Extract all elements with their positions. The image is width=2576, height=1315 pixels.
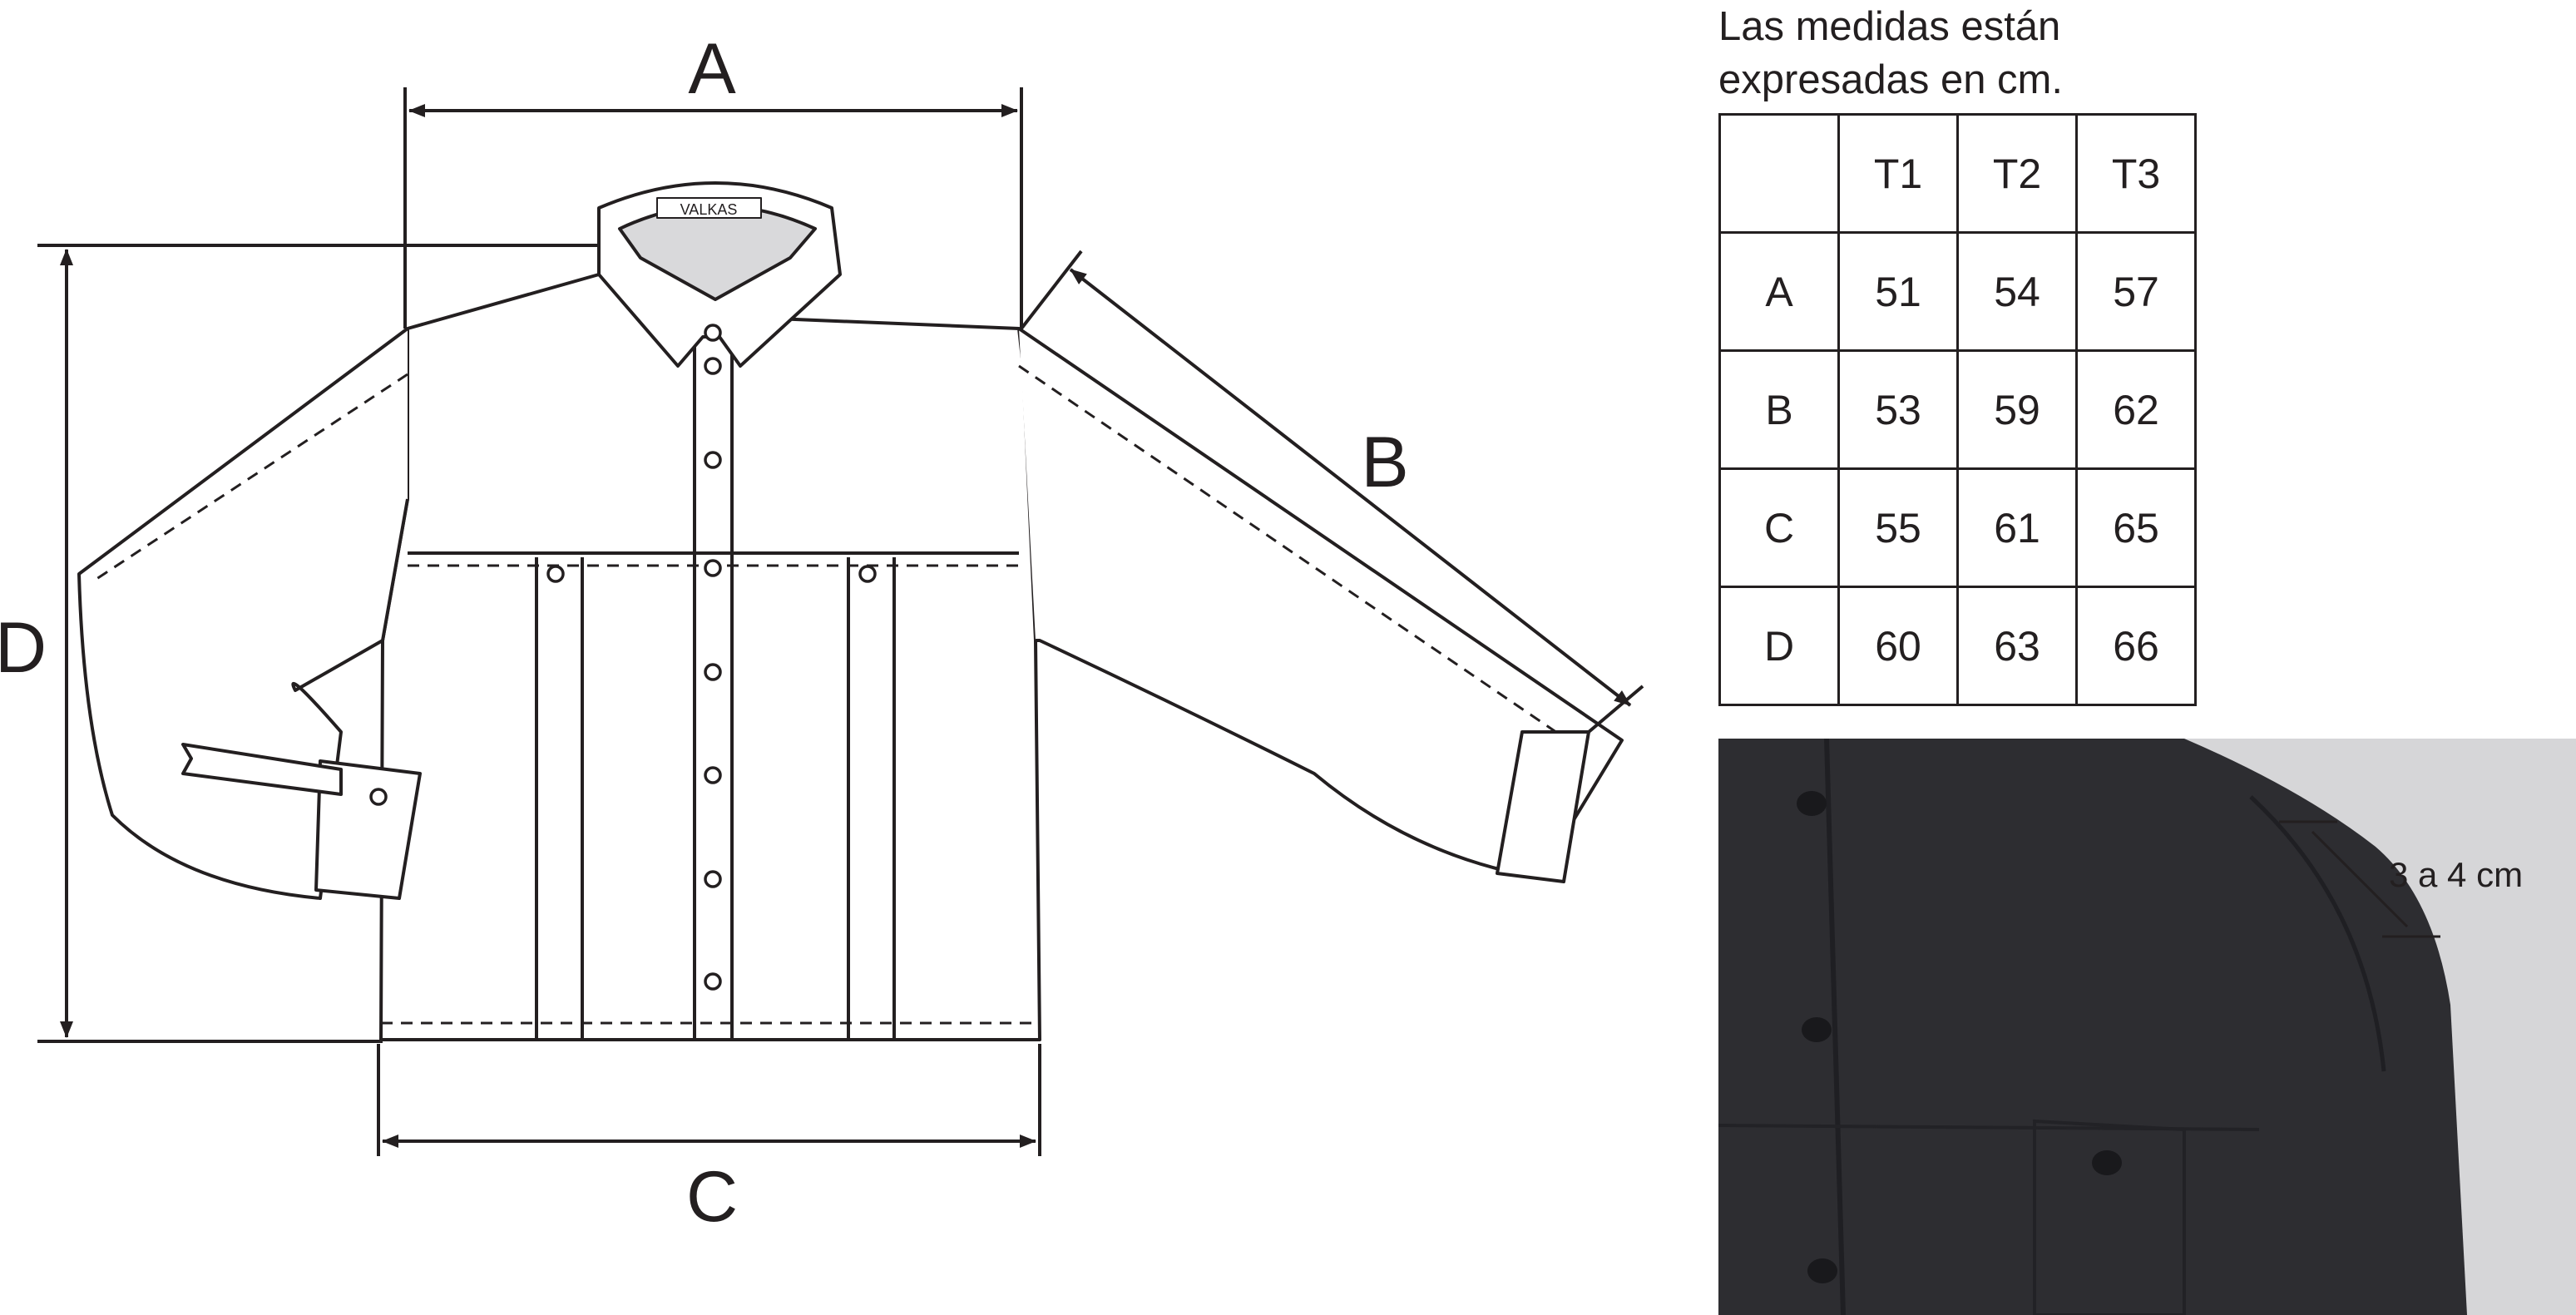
dimension-label-d: D [0, 608, 47, 688]
left-sleeve [77, 327, 409, 900]
dimension-label-c: C [686, 1157, 738, 1237]
table-cell: 66 [2075, 586, 2197, 706]
table-header-row: T1 T2 T3 [1718, 113, 2197, 234]
button [704, 357, 722, 375]
shirt-measurement-diagram: VALKAS [0, 29, 1644, 1237]
button [1802, 1017, 1832, 1042]
shoulder-measure [2279, 820, 2440, 938]
button [704, 559, 722, 577]
dimension-label-a: A [688, 29, 736, 109]
shoulder-measure-label: 3 a 4 cm [2389, 855, 2523, 894]
table-cell: 54 [1956, 231, 2078, 352]
button [2092, 1150, 2122, 1175]
measurement-note: Las medidas están expresadas en cm. [1718, 0, 2063, 106]
button [858, 565, 877, 583]
shirt-photo: 3 a 4 cm [1718, 739, 2576, 1315]
button [704, 324, 722, 342]
size-table: T1 T2 T3 A 51 54 57 B 53 59 62 C 55 61 6… [1718, 113, 2197, 706]
table-cell: 53 [1837, 349, 1959, 470]
table-row: C 55 61 65 [1718, 467, 2197, 588]
table-header-cell: T2 [1956, 113, 2078, 234]
table-cell: 61 [1956, 467, 2078, 588]
table-header-cell [1718, 113, 1840, 234]
photo-buttons [1797, 791, 2122, 1283]
button [704, 766, 722, 784]
table-header-cell: T3 [2075, 113, 2197, 234]
table-cell: 63 [1956, 586, 2078, 706]
collar-tag [656, 197, 762, 219]
dimension-label-b: B [1361, 423, 1408, 502]
button [704, 451, 722, 469]
table-cell: 57 [2075, 231, 2197, 352]
table-cell: 62 [2075, 349, 2197, 470]
dimension-b-arrow [1069, 268, 1632, 707]
table-row: A 51 54 57 [1718, 231, 2197, 352]
button [704, 972, 722, 991]
right-cuff [1496, 730, 1590, 883]
button [704, 663, 722, 681]
dimension-lines [37, 87, 1644, 1156]
shirt-body [379, 273, 1041, 1041]
row-label: A [1718, 231, 1840, 352]
collar-tag-text: VALKAS [680, 201, 738, 218]
row-label: B [1718, 349, 1840, 470]
table-cell: 55 [1837, 467, 1959, 588]
row-label: C [1718, 467, 1840, 588]
shirt-outline: VALKAS [77, 181, 1624, 1041]
table-header-cell: T1 [1837, 113, 1959, 234]
buttons [369, 324, 877, 991]
table-cell: 65 [2075, 467, 2197, 588]
table-row: D 60 63 66 [1718, 586, 2197, 706]
shirt-fabric [1718, 739, 2467, 1315]
button-placket [693, 316, 734, 1040]
row-label: D [1718, 586, 1840, 706]
button [546, 565, 565, 583]
table-cell: 60 [1837, 586, 1959, 706]
table-cell: 51 [1837, 231, 1959, 352]
button [1797, 791, 1827, 816]
button [369, 788, 388, 806]
button [1807, 1258, 1837, 1283]
button [704, 870, 722, 888]
note-line-2: expresadas en cm. [1718, 57, 2063, 102]
note-line-1: Las medidas están [1718, 4, 2061, 49]
table-row: B 53 59 62 [1718, 349, 2197, 470]
table-cell: 59 [1956, 349, 2078, 470]
